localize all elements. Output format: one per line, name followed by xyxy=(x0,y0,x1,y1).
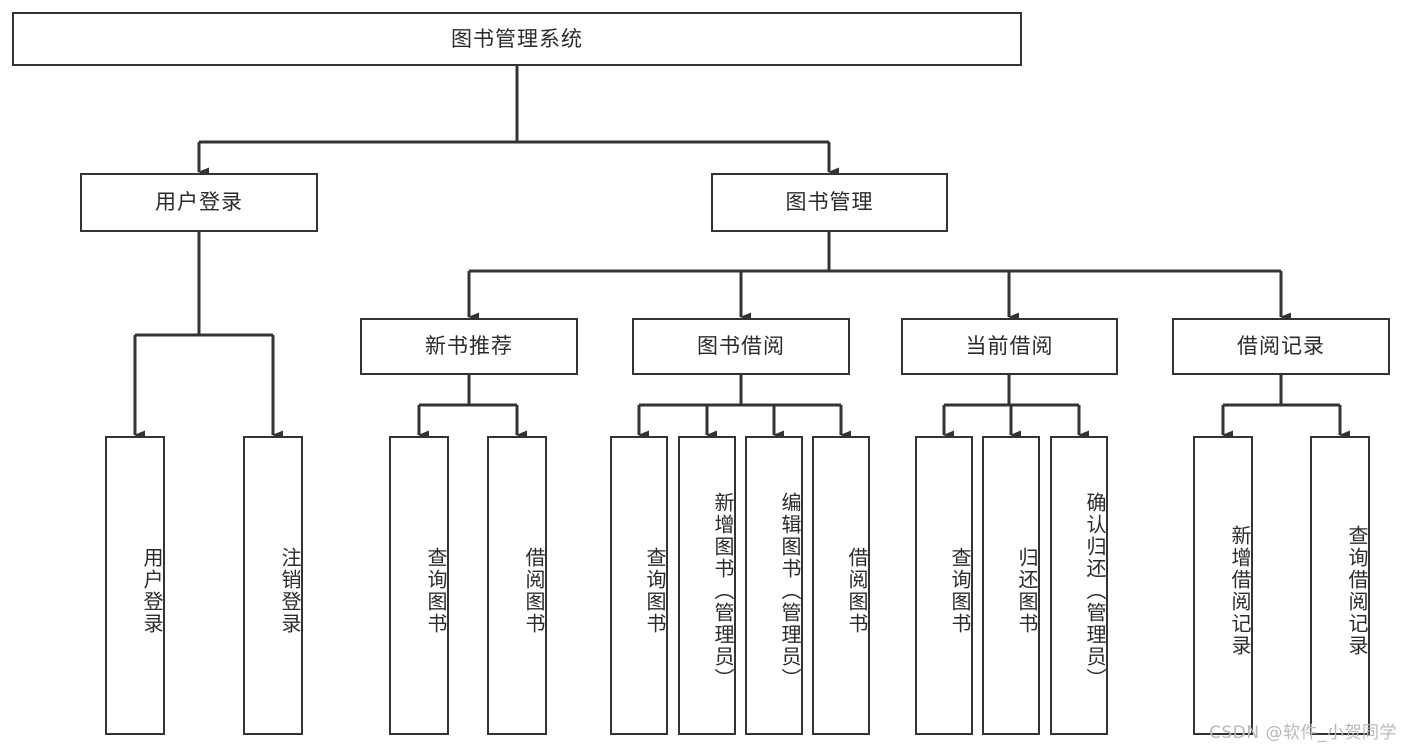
leaf-node-9: 归还图书 xyxy=(982,436,1040,735)
level3-node-1: 图书借阅 xyxy=(632,318,850,375)
node-label: 用户登录 xyxy=(155,190,243,215)
node-label: 确认归还（管理员） xyxy=(1083,491,1107,690)
node-label: 查询借阅记录 xyxy=(1345,524,1369,657)
node-label: 借阅图书 xyxy=(522,546,546,635)
level3-node-3: 借阅记录 xyxy=(1172,318,1390,375)
leaf-node-5: 新增图书（管理员） xyxy=(678,436,736,735)
node-label: 注销登录 xyxy=(278,546,302,635)
node-label: 编辑图书（管理员） xyxy=(778,491,802,690)
node-label: 查询图书 xyxy=(424,546,448,635)
leaf-node-7: 借阅图书 xyxy=(812,436,870,735)
node-label: 查询图书 xyxy=(948,546,972,635)
node-label: 图书借阅 xyxy=(697,334,785,359)
node-label: 用户登录 xyxy=(140,546,164,635)
node-label: 当前借阅 xyxy=(965,334,1054,359)
node-label: 新增图书（管理员） xyxy=(711,491,735,690)
leaf-node-4: 查询图书 xyxy=(610,436,668,735)
node-label: 借阅图书 xyxy=(845,546,869,635)
leaf-node-2: 查询图书 xyxy=(389,436,449,735)
level3-node-0: 新书推荐 xyxy=(360,318,578,375)
leaf-node-12: 查询借阅记录 xyxy=(1310,436,1370,735)
node-label: 借阅记录 xyxy=(1237,334,1325,359)
leaf-node-3: 借阅图书 xyxy=(487,436,547,735)
node-label: 归还图书 xyxy=(1015,546,1039,635)
leaf-node-6: 编辑图书（管理员） xyxy=(745,436,803,735)
level2-node-0: 用户登录 xyxy=(80,173,318,232)
leaf-node-0: 用户登录 xyxy=(105,436,165,735)
node-label: 新书推荐 xyxy=(425,334,513,359)
root-node-book-management-system: 图书管理系统 xyxy=(12,12,1022,66)
node-label: 新增借阅记录 xyxy=(1228,524,1252,657)
leaf-node-8: 查询图书 xyxy=(915,436,973,735)
node-label: 图书管理 xyxy=(785,190,874,215)
level2-node-1: 图书管理 xyxy=(711,173,948,232)
csdn-watermark: CSDN @软件_小贺同学 xyxy=(1209,723,1397,743)
leaf-node-1: 注销登录 xyxy=(243,436,303,735)
node-label: 图书管理系统 xyxy=(451,26,583,51)
level3-node-2: 当前借阅 xyxy=(901,318,1118,375)
leaf-node-10: 确认归还（管理员） xyxy=(1050,436,1108,735)
leaf-node-11: 新增借阅记录 xyxy=(1193,436,1253,735)
node-label: 查询图书 xyxy=(643,546,667,635)
